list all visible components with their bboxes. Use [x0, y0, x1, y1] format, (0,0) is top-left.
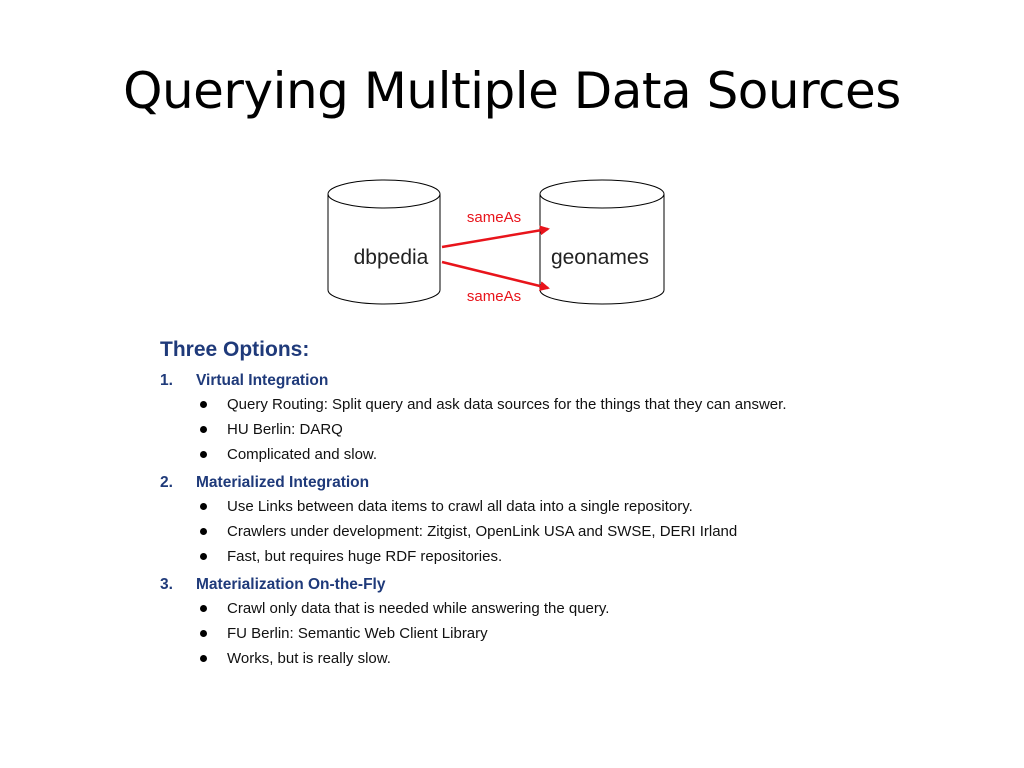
bullet-icon: [200, 630, 207, 637]
bullet-icon: [200, 605, 207, 612]
sameas-arrow-top: [441, 225, 550, 249]
list-item: FU Berlin: Semantic Web Client Library: [160, 621, 920, 646]
bullet-icon: [200, 553, 207, 560]
item-text: Fast, but requires huge RDF repositories…: [227, 548, 503, 565]
dbpedia-cylinder: dbpedia: [327, 179, 441, 305]
dbpedia-label: dbpedia: [354, 246, 429, 269]
item-text: HU Berlin: DARQ: [227, 421, 343, 438]
bullet-icon: [200, 528, 207, 535]
list-item: Works, but is really slow.: [160, 646, 920, 671]
list-item: Query Routing: Split query and ask data …: [160, 392, 920, 417]
list-item: Use Links between data items to crawl al…: [160, 494, 920, 519]
option-materialization-on-the-fly: 3. Materialization On-the-Fly Crawl only…: [160, 574, 920, 671]
option-title: Materialization On-the-Fly: [196, 576, 386, 593]
bullet-icon: [200, 426, 207, 433]
slide-title: Querying Multiple Data Sources: [123, 62, 901, 120]
geonames-label: geonames: [551, 246, 649, 269]
item-text: Complicated and slow.: [227, 446, 378, 463]
list-item: Crawlers under development: Zitgist, Ope…: [160, 519, 920, 544]
item-text: Query Routing: Split query and ask data …: [227, 396, 787, 413]
option-number: 1.: [160, 372, 173, 389]
bullet-icon: [200, 503, 207, 510]
bullet-icon: [200, 401, 207, 408]
list-item: Crawl only data that is needed while ans…: [160, 596, 920, 621]
geonames-cylinder: geonames: [539, 179, 665, 305]
option-virtual-integration: 1. Virtual Integration Query Routing: Sp…: [160, 370, 920, 467]
option-items: Crawl only data that is needed while ans…: [160, 596, 920, 671]
item-text: FU Berlin: Semantic Web Client Library: [227, 625, 488, 642]
sameas-label-bottom: sameAs: [467, 288, 521, 305]
item-text: Crawlers under development: Zitgist, Ope…: [227, 523, 738, 540]
option-items: Query Routing: Split query and ask data …: [160, 392, 920, 467]
item-text: Use Links between data items to crawl al…: [227, 498, 693, 515]
list-item: HU Berlin: DARQ: [160, 417, 920, 442]
option-materialized-integration: 2. Materialized Integration Use Links be…: [160, 472, 920, 569]
option-number: 2.: [160, 474, 173, 491]
sameas-label-top: sameAs: [467, 209, 521, 226]
bullet-icon: [200, 451, 207, 458]
option-title: Materialized Integration: [196, 474, 370, 491]
list-item: Fast, but requires huge RDF repositories…: [160, 544, 920, 569]
option-items: Use Links between data items to crawl al…: [160, 494, 920, 569]
option-number: 3.: [160, 576, 173, 593]
item-text: Works, but is really slow.: [227, 650, 391, 667]
data-sources-diagram: dbpedia geonames sameAs sameAs: [320, 172, 680, 322]
option-title: Virtual Integration: [196, 372, 329, 389]
list-item: Complicated and slow.: [160, 442, 920, 467]
sameas-arrow-bottom: [441, 260, 550, 291]
diagram-canvas: dbpedia geonames sameAs sameAs: [327, 179, 665, 305]
options-heading: Three Options:: [160, 338, 310, 361]
bullet-icon: [200, 655, 207, 662]
item-text: Crawl only data that is needed while ans…: [227, 600, 610, 617]
options-section: Three Options: 1. Virtual Integration Qu…: [160, 338, 920, 676]
